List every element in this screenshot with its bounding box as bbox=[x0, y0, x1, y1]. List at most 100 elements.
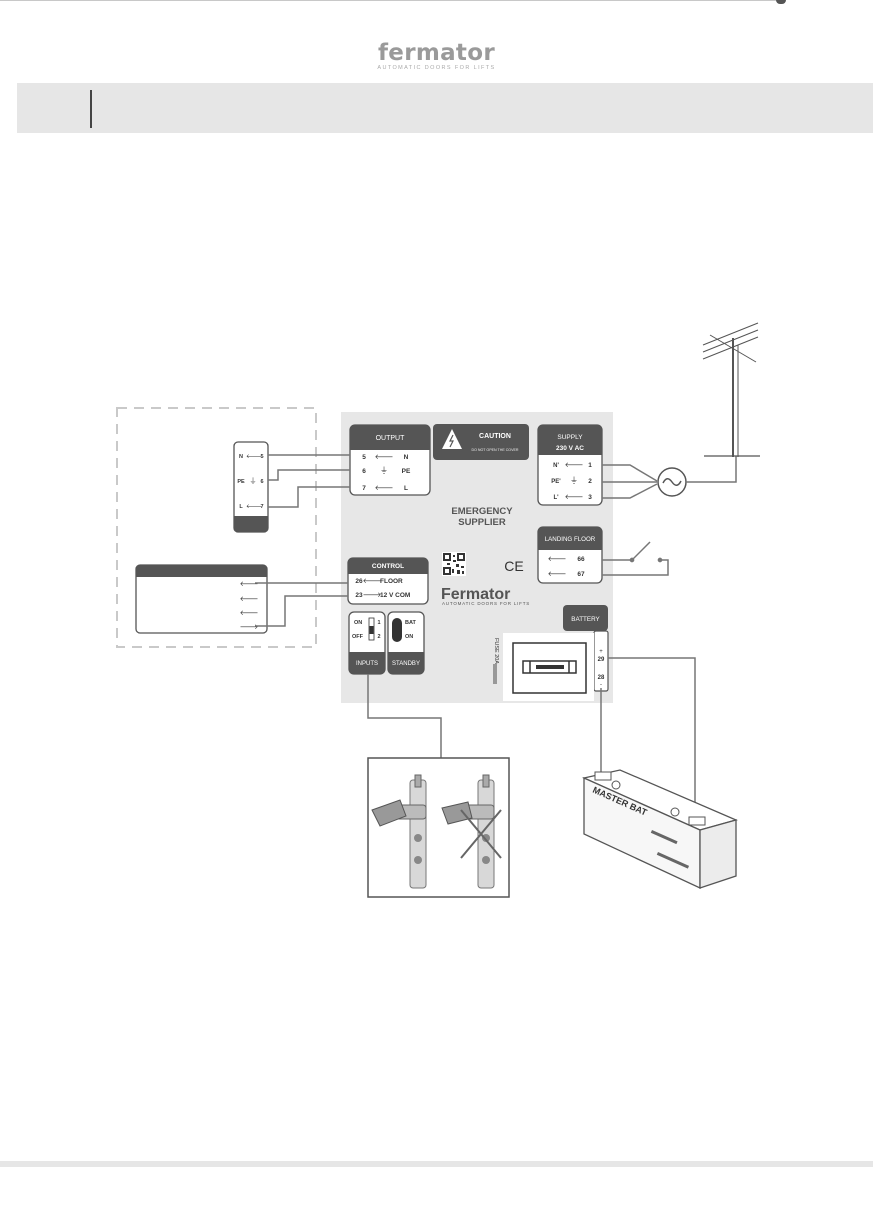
supply-title: SUPPLY bbox=[557, 434, 583, 441]
fuse-label: FUSE 20A bbox=[493, 638, 499, 664]
landing-arrow-67: 🡐 bbox=[548, 571, 567, 578]
supply-arrow-n: 🡐 bbox=[565, 462, 584, 469]
supply-term-2: 2 bbox=[588, 478, 592, 485]
output-term-5: 5 bbox=[362, 454, 366, 461]
supply-label-l: L' bbox=[553, 495, 559, 501]
cross-icon bbox=[460, 809, 502, 859]
supply-term-1: 1 bbox=[588, 462, 592, 469]
output-label-pe: PE bbox=[402, 468, 411, 475]
ext-arrow-l: 🡐 bbox=[246, 504, 262, 510]
output-wiring bbox=[268, 454, 350, 508]
landing-title: LANDING FLOOR bbox=[545, 536, 596, 543]
panel-title-line1: EMERGENCY bbox=[451, 506, 513, 517]
ce-mark: CE bbox=[504, 558, 523, 574]
earth-icon: ⏚ bbox=[250, 477, 257, 485]
supply-label-pe: PE' bbox=[551, 479, 561, 485]
controller-arrow-2: 🡐 bbox=[240, 596, 259, 603]
inputs-wiring bbox=[367, 674, 442, 758]
ext-term-7: 7 bbox=[260, 504, 263, 510]
section-header-separator bbox=[90, 90, 92, 128]
battery-icon: MASTER BAT bbox=[581, 769, 738, 890]
section-header-bar bbox=[17, 83, 873, 133]
ac-source-icon bbox=[657, 467, 687, 497]
battery-term-29: 29 bbox=[598, 657, 605, 663]
battery-wiring bbox=[600, 657, 696, 819]
door-lock-open bbox=[441, 774, 495, 889]
external-terminal-block: N PE L 🡐 ⏚ 🡐 5 6 7 bbox=[233, 441, 269, 533]
control-block: CONTROL 26 23 🡐 🡒 FLOOR 12 V COM bbox=[347, 557, 429, 605]
inputs-block: ON OFF 1 2 INPUTS bbox=[348, 611, 386, 675]
standby-block: BAT ON STANDBY bbox=[387, 611, 425, 675]
inputs-off: OFF bbox=[352, 634, 364, 640]
output-term-6: 6 bbox=[362, 468, 366, 475]
landing-floor-block: LANDING FLOOR 🡐 🡐 66 67 bbox=[537, 526, 603, 584]
landing-switch bbox=[602, 541, 669, 576]
panel-title-line2: SUPPLIER bbox=[458, 517, 506, 528]
control-arrow-floor: 🡐 bbox=[363, 578, 382, 585]
ext-term-6: 6 bbox=[260, 479, 263, 485]
supply-label-n: N' bbox=[553, 463, 559, 469]
inputs-title: INPUTS bbox=[356, 661, 378, 667]
ext-term-5: 5 bbox=[260, 454, 263, 460]
dashed-enclosure bbox=[116, 407, 317, 648]
battery-term-28: 28 bbox=[598, 675, 605, 681]
output-label-n: N bbox=[404, 454, 409, 461]
controller-arrow-3: 🡐 bbox=[240, 610, 259, 617]
top-rule bbox=[0, 0, 780, 1]
supply-term-3: 3 bbox=[588, 494, 592, 501]
inputs-pos2: 2 bbox=[377, 634, 380, 640]
footer-bar bbox=[0, 1161, 873, 1167]
output-term-7: 7 bbox=[362, 485, 366, 492]
control-title: CONTROL bbox=[372, 563, 404, 570]
caution-subtitle: DO NOT OPEN THE COVER bbox=[472, 448, 519, 452]
supply-block: SUPPLY 230 V AC N' PE' L' 🡐 ⏚ 🡐 1 2 3 bbox=[537, 424, 603, 506]
standby-bat: BAT bbox=[405, 620, 417, 626]
landing-term-67: 67 bbox=[577, 571, 585, 578]
door-lock-illustration bbox=[367, 757, 510, 898]
supply-voltage: 230 V AC bbox=[556, 445, 584, 452]
output-block: OUTPUT 5 6 7 🡐 ⏚ 🡐 N PE L bbox=[349, 424, 431, 496]
panel-brand: Fermator bbox=[441, 586, 510, 603]
header-logo: fermator AUTOMATIC DOORS FOR LIFTS bbox=[0, 40, 873, 71]
controller-arrow-1: 🡐 bbox=[240, 581, 259, 588]
ext-label-n: N bbox=[239, 454, 243, 460]
qr-code bbox=[442, 552, 466, 576]
earth-icon: ⏚ bbox=[570, 476, 578, 485]
power-pole-icon bbox=[702, 322, 760, 457]
battery-minus: - bbox=[600, 682, 602, 688]
caution-title: CAUTION bbox=[479, 433, 511, 440]
fuse-holder bbox=[503, 633, 594, 701]
caution-label: CAUTION DO NOT OPEN THE COVER bbox=[433, 424, 529, 460]
inputs-on: ON bbox=[354, 620, 362, 626]
earth-icon: ⏚ bbox=[380, 466, 388, 475]
control-term-23: 23 bbox=[355, 592, 363, 599]
mains-connection bbox=[686, 456, 737, 483]
logo-tagline: AUTOMATIC DOORS FOR LIFTS bbox=[377, 65, 496, 71]
logo-wordmark: fermator bbox=[378, 40, 495, 66]
landing-arrow-66: 🡐 bbox=[548, 556, 567, 563]
landing-term-66: 66 bbox=[577, 556, 585, 563]
output-label-l: L bbox=[404, 485, 408, 492]
standby-on: ON bbox=[405, 634, 413, 640]
control-label-com: 12 V COM bbox=[380, 592, 410, 599]
output-arrow-n: 🡐 bbox=[375, 454, 394, 461]
warning-icon bbox=[442, 429, 462, 449]
control-label-floor: FLOOR bbox=[380, 578, 403, 585]
standby-switch bbox=[392, 618, 402, 642]
ext-arrow-n: 🡐 bbox=[246, 454, 262, 460]
ext-label-l: L bbox=[239, 504, 243, 510]
supply-wiring bbox=[602, 464, 658, 499]
controller-arrow-4: 🡒 bbox=[240, 624, 259, 631]
controller-block: 🡐 🡐 🡐 🡒 bbox=[135, 564, 268, 634]
inputs-pos1: 1 bbox=[377, 620, 380, 626]
battery-plus: + bbox=[599, 649, 603, 655]
top-tab-marker bbox=[776, 0, 786, 4]
output-arrow-l: 🡐 bbox=[375, 485, 394, 492]
supply-arrow-l: 🡐 bbox=[565, 494, 584, 501]
control-arrow-com: 🡒 bbox=[363, 592, 382, 599]
door-lock-closed bbox=[371, 774, 427, 889]
ext-label-pe: PE bbox=[237, 479, 245, 485]
battery-block: BATTERY + 29 28 - bbox=[563, 605, 609, 692]
battery-title: BATTERY bbox=[571, 616, 600, 623]
